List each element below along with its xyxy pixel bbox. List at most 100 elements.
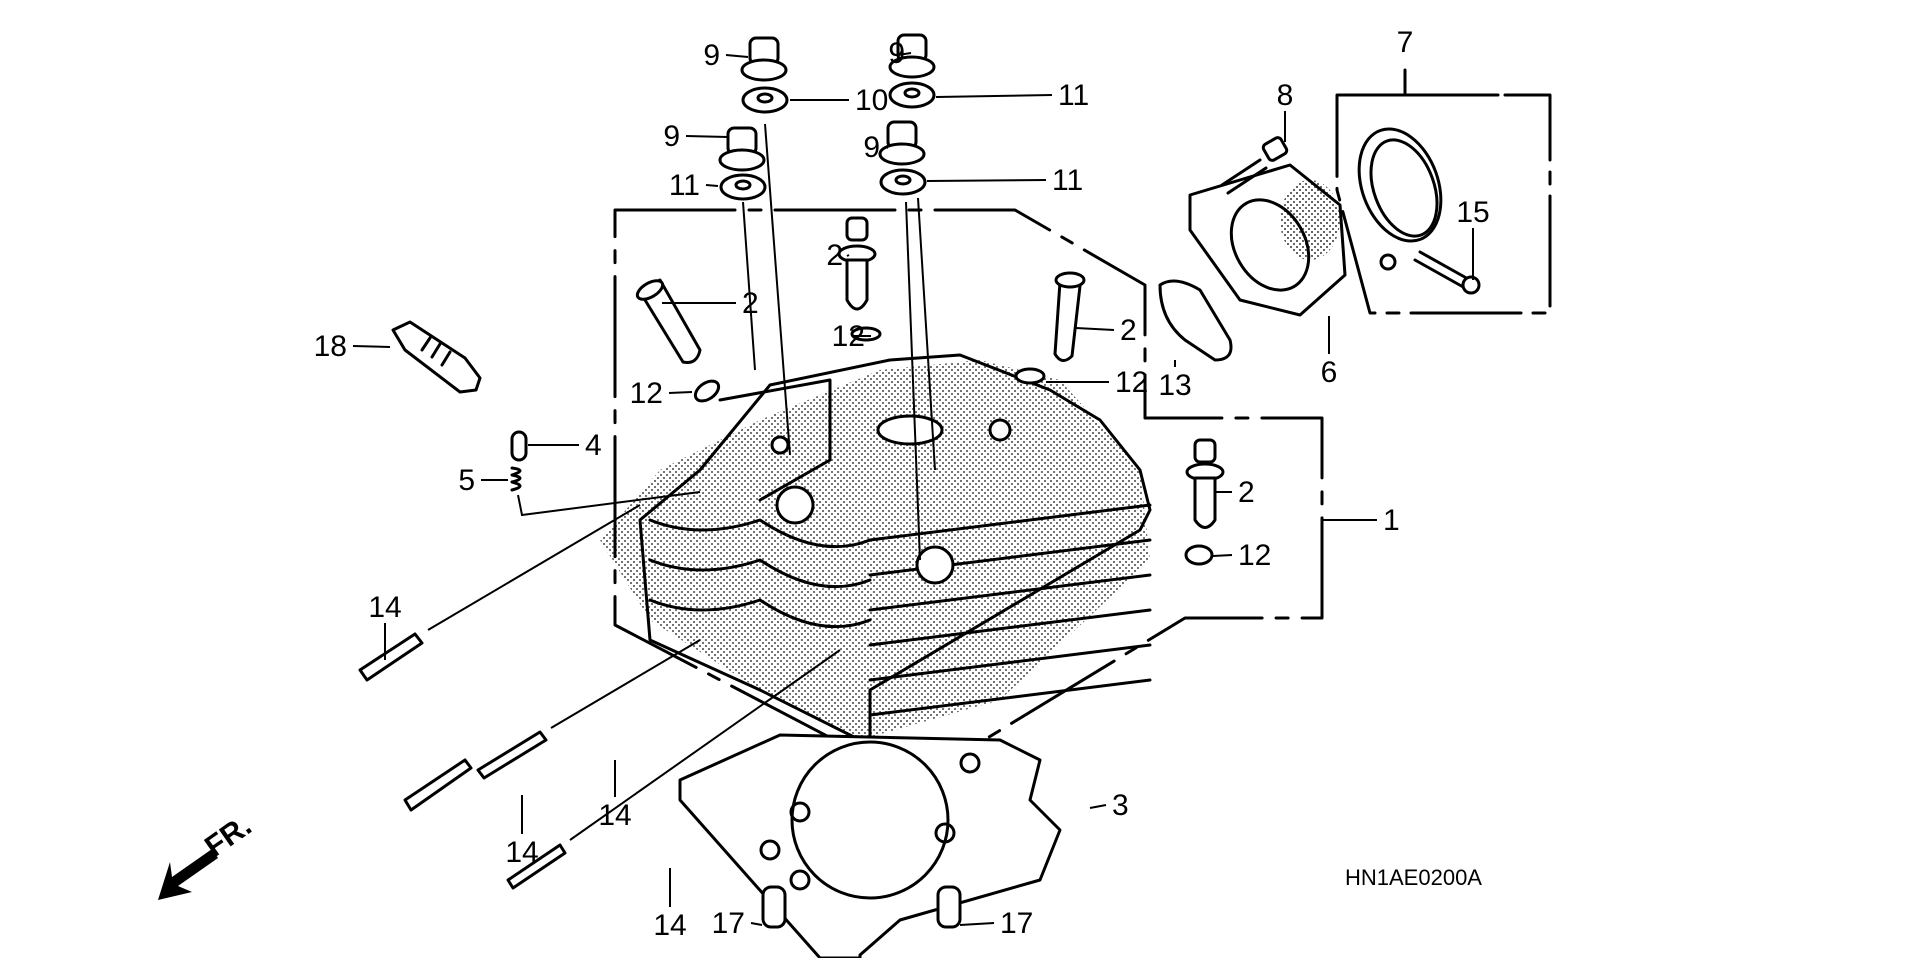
callout-number[interactable]: 18: [314, 330, 347, 363]
callout-number[interactable]: 14: [368, 591, 401, 624]
dowel-pin-4[interactable]: [510, 430, 528, 462]
callout-washer[interactable]: 11: [935, 79, 1089, 112]
callout-stud-bolt[interactable]: 14: [598, 760, 632, 832]
callout-number[interactable]: 8: [1277, 79, 1294, 112]
callout-head-gasket[interactable]: 3: [1089, 789, 1129, 822]
callout-stud-bolt[interactable]: 14: [368, 591, 402, 660]
callout-number[interactable]: 6: [1321, 356, 1338, 389]
callout-cylinder-head-assembly[interactable]: 1: [1322, 504, 1400, 537]
cylinder-head[interactable]: [600, 353, 1152, 747]
callout-number[interactable]: 3: [1112, 789, 1129, 822]
callout-number[interactable]: 12: [630, 377, 663, 410]
callout-washer[interactable]: 10: [790, 84, 888, 117]
stud-bolts[interactable]: [358, 504, 841, 890]
callout-o-ring[interactable]: 12: [1212, 539, 1271, 572]
callout-dowel-pin[interactable]: 4: [528, 429, 602, 462]
leader-line: [685, 135, 729, 138]
callout-washer[interactable]: 11: [926, 164, 1083, 197]
callout-intake-insulator[interactable]: 6: [1321, 316, 1338, 389]
leader-line: [668, 391, 693, 394]
callout-number[interactable]: 17: [712, 907, 745, 940]
valve-guide-top[interactable]: [837, 216, 877, 311]
callout-number[interactable]: 9: [663, 120, 680, 153]
callout-number[interactable]: 11: [669, 169, 700, 202]
callout-number[interactable]: 12: [1238, 539, 1271, 572]
cap-nut-stack-left[interactable]: [718, 36, 791, 456]
dowel-pins-17[interactable]: [761, 885, 962, 929]
callout-number[interactable]: 2: [742, 287, 759, 320]
callout-cap-nut[interactable]: 9: [888, 37, 912, 70]
callout-insulator-gasket[interactable]: 13: [1158, 360, 1192, 402]
callout-valve-guide[interactable]: 2: [1075, 314, 1137, 347]
leader-line: [897, 52, 912, 56]
callout-valve-guide[interactable]: 2: [826, 239, 850, 272]
spring-5[interactable]: [510, 466, 701, 517]
callout-stud-bolt[interactable]: 14: [653, 868, 687, 942]
front-arrow-icon: FR.: [158, 809, 258, 900]
callout-number[interactable]: 9: [703, 39, 720, 72]
callout-number[interactable]: 2: [1238, 476, 1255, 509]
intake-insulator[interactable]: [1188, 163, 1347, 317]
cap-nut-stack-right[interactable]: [878, 33, 936, 561]
callout-number[interactable]: 10: [855, 84, 888, 117]
valve-guide-right[interactable]: [1053, 271, 1086, 362]
assembly-bracket-7: [1335, 68, 1552, 315]
clamp[interactable]: [1344, 118, 1455, 271]
callout-number[interactable]: 2: [1120, 314, 1137, 347]
callout-spring[interactable]: 5: [458, 464, 508, 497]
leader-line: [885, 146, 889, 149]
callout-clamp-screw[interactable]: 15: [1456, 196, 1490, 280]
callout-clamp-set[interactable]: 7: [1397, 26, 1414, 59]
leader-line: [1212, 554, 1233, 557]
callout-number[interactable]: 5: [458, 464, 475, 497]
bolt-8[interactable]: [1220, 136, 1289, 195]
callout-number[interactable]: 11: [1052, 164, 1083, 197]
callout-number[interactable]: 9: [863, 131, 880, 164]
callout-number[interactable]: 1: [1383, 504, 1400, 537]
callout-number[interactable]: 14: [505, 836, 538, 869]
callout-dowel-pin[interactable]: 17: [959, 907, 1033, 940]
leader-line: [725, 54, 749, 58]
callout-number[interactable]: 7: [1397, 26, 1414, 59]
callout-valve-guide[interactable]: 2: [1215, 476, 1255, 509]
callout-o-ring[interactable]: 12: [832, 320, 871, 353]
spark-plug[interactable]: [391, 320, 482, 394]
valve-guide-side[interactable]: [1185, 438, 1225, 529]
callout-valve-guide[interactable]: 2: [662, 287, 759, 320]
clamp-screw[interactable]: [1413, 250, 1481, 295]
leader-line: [1089, 804, 1107, 809]
callout-spark-plug[interactable]: 18: [314, 330, 391, 363]
callout-washer[interactable]: 11: [669, 169, 719, 202]
callout-dowel-pin[interactable]: 17: [712, 907, 763, 940]
valve-guide-left[interactable]: [634, 277, 702, 364]
callout-number[interactable]: 14: [653, 909, 686, 942]
callout-number[interactable]: 2: [826, 239, 843, 272]
callout-cap-nut[interactable]: 9: [703, 39, 749, 72]
leader-line: [705, 184, 719, 187]
callout-stud-bolt[interactable]: 14: [505, 795, 539, 869]
insulator-gasket[interactable]: [1158, 279, 1233, 362]
callout-number[interactable]: 12: [1115, 366, 1148, 399]
callout-o-ring[interactable]: 12: [1046, 366, 1148, 399]
leader-line: [935, 94, 1053, 98]
callout-number[interactable]: 15: [1456, 196, 1489, 229]
leader-line: [959, 922, 995, 926]
callout-number[interactable]: 9: [888, 37, 905, 70]
callout-o-ring[interactable]: 12: [630, 377, 693, 410]
callout-cap-nut[interactable]: 9: [863, 131, 889, 164]
callout-number[interactable]: 13: [1158, 369, 1191, 402]
leader-line: [352, 345, 391, 348]
callout-cap-nut[interactable]: 9: [663, 120, 729, 153]
callout-number[interactable]: 11: [1058, 79, 1089, 112]
leader-line: [926, 179, 1047, 182]
callout-number[interactable]: 12: [832, 320, 865, 353]
leader-line: [846, 254, 850, 257]
reference-code: HN1AE0200A: [1345, 865, 1482, 890]
leader-line: [750, 922, 763, 926]
callout-number[interactable]: 14: [598, 799, 631, 832]
callout-bolt[interactable]: 8: [1277, 79, 1294, 142]
callout-number[interactable]: 4: [585, 429, 602, 462]
callout-number[interactable]: 17: [1000, 907, 1033, 940]
